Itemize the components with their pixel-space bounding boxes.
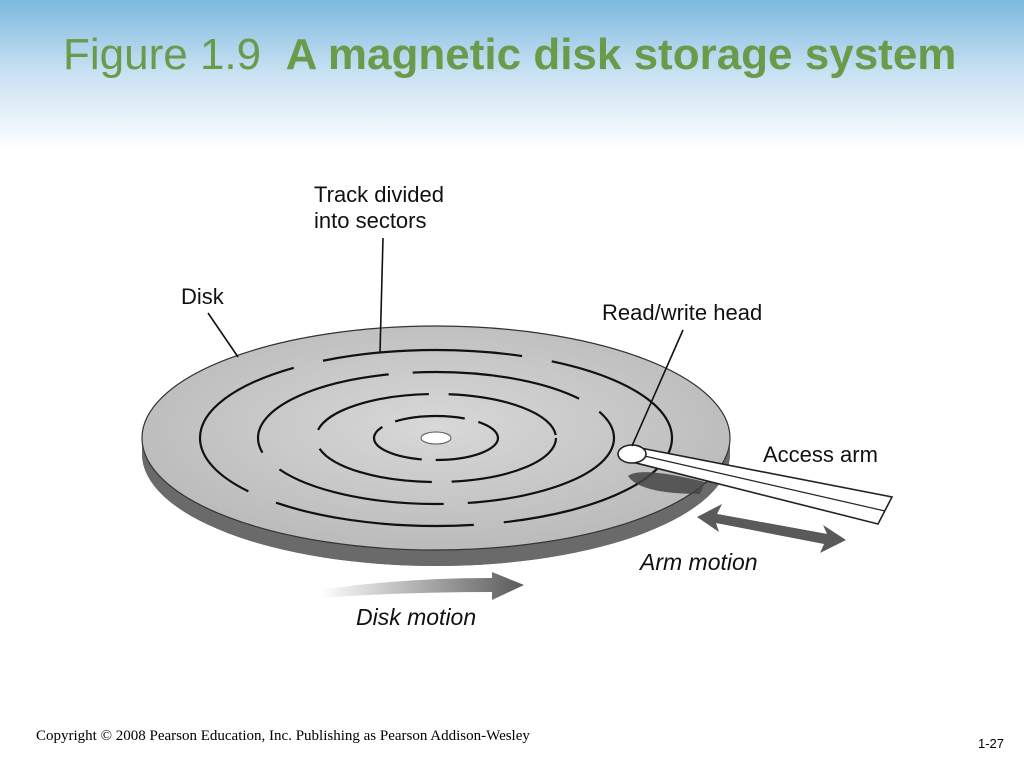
track-leader-line — [379, 237, 384, 354]
label-track-line2: into sectors — [314, 208, 427, 233]
page-number: 1-27 — [978, 736, 1005, 751]
spindle-hole — [420, 431, 452, 445]
label-arm-motion: Arm motion — [638, 549, 758, 575]
title-prefix: Figure 1.9 — [63, 30, 262, 79]
label-disk-motion: Disk motion — [356, 604, 476, 630]
disk-motion-arrow — [320, 572, 524, 600]
label-disk: Disk — [181, 284, 225, 309]
label-read-write-head: Read/write head — [602, 300, 762, 325]
label-track-line1: Track divided — [314, 182, 444, 207]
arm-motion-arrow — [697, 504, 846, 553]
head-leader-line — [631, 329, 684, 447]
disk-tracks — [198, 348, 674, 528]
read-write-head[interactable] — [617, 444, 647, 464]
disk-leader-line — [207, 312, 239, 358]
arm-shadow — [628, 472, 705, 494]
title-main: A magnetic disk storage system — [285, 30, 957, 79]
label-access-arm: Access arm — [763, 442, 878, 467]
slide-title: Figure 1.9 A magnetic disk storage syste… — [63, 26, 1003, 84]
copyright-footer: Copyright © 2008 Pearson Education, Inc.… — [36, 728, 530, 744]
